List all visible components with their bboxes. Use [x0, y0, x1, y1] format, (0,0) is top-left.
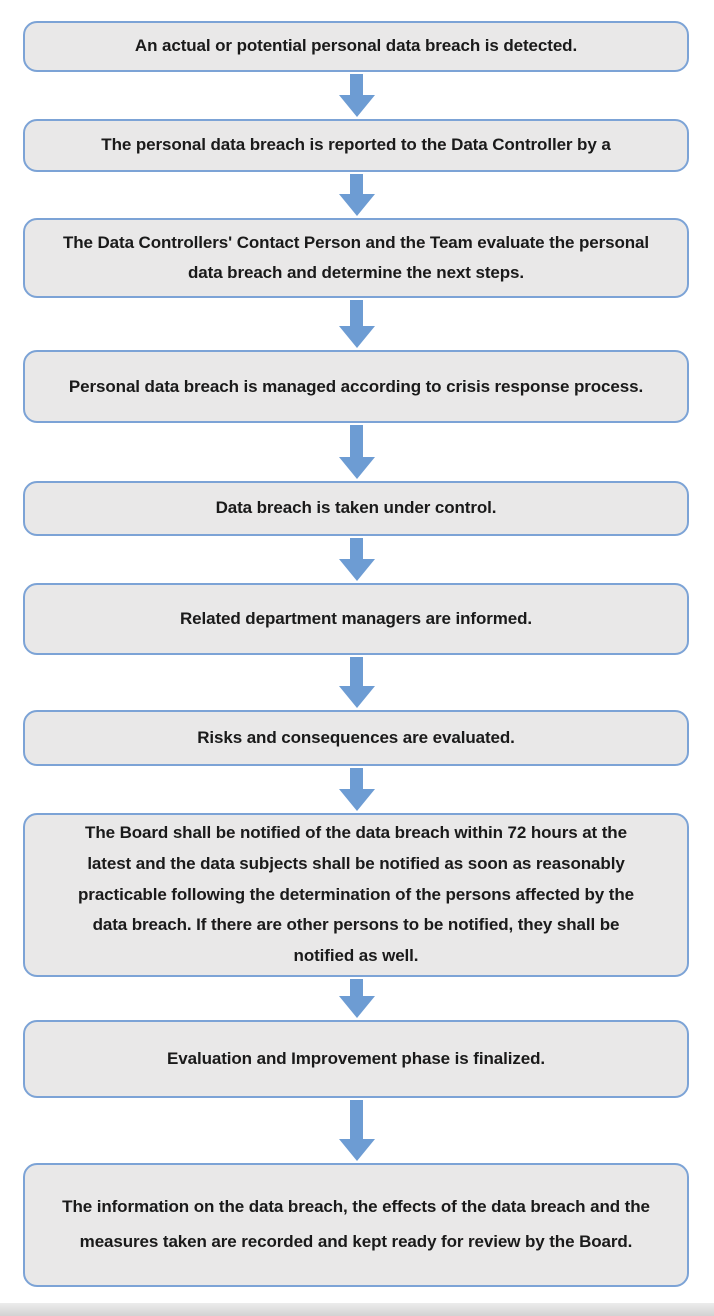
down-arrow-icon — [338, 300, 375, 348]
arrow-stem — [350, 174, 363, 194]
arrow-head — [338, 457, 375, 479]
down-arrow-icon — [338, 768, 375, 811]
flow-step-6: Related department managers are informed… — [23, 583, 689, 655]
arrow-stem — [350, 538, 363, 559]
arrow-stem — [350, 979, 363, 996]
flow-step-3: The Data Controllers' Contact Person and… — [23, 218, 689, 298]
arrow-stem — [350, 74, 363, 95]
arrow-stem — [350, 425, 363, 457]
flow-step-2: The personal data breach is reported to … — [23, 119, 689, 172]
arrow-stem — [350, 768, 363, 789]
flow-step-8: The Board shall be notified of the data … — [23, 813, 689, 977]
down-arrow-icon — [338, 538, 375, 581]
flow-step-1: An actual or potential personal data bre… — [23, 21, 689, 72]
down-arrow-icon — [338, 657, 375, 708]
page-bottom-edge — [0, 1303, 714, 1316]
arrow-head — [338, 559, 375, 581]
arrow-head — [338, 326, 375, 348]
arrow-stem — [350, 300, 363, 326]
arrow-stem — [350, 1100, 363, 1139]
arrow-head — [338, 1139, 375, 1161]
flow-step-7: Risks and consequences are evaluated. — [23, 710, 689, 766]
arrow-stem — [350, 657, 363, 686]
arrow-head — [338, 686, 375, 708]
flow-step-10: The information on the data breach, the … — [23, 1163, 689, 1287]
flow-step-5: Data breach is taken under control. — [23, 481, 689, 536]
arrow-head — [338, 194, 375, 216]
flow-step-9: Evaluation and Improvement phase is fina… — [23, 1020, 689, 1098]
flow-step-4: Personal data breach is managed accordin… — [23, 350, 689, 423]
arrow-head — [338, 789, 375, 811]
arrow-head — [338, 996, 375, 1018]
arrow-head — [338, 95, 375, 117]
down-arrow-icon — [338, 1100, 375, 1161]
down-arrow-icon — [338, 425, 375, 479]
down-arrow-icon — [338, 174, 375, 216]
down-arrow-icon — [338, 979, 375, 1018]
down-arrow-icon — [338, 74, 375, 117]
